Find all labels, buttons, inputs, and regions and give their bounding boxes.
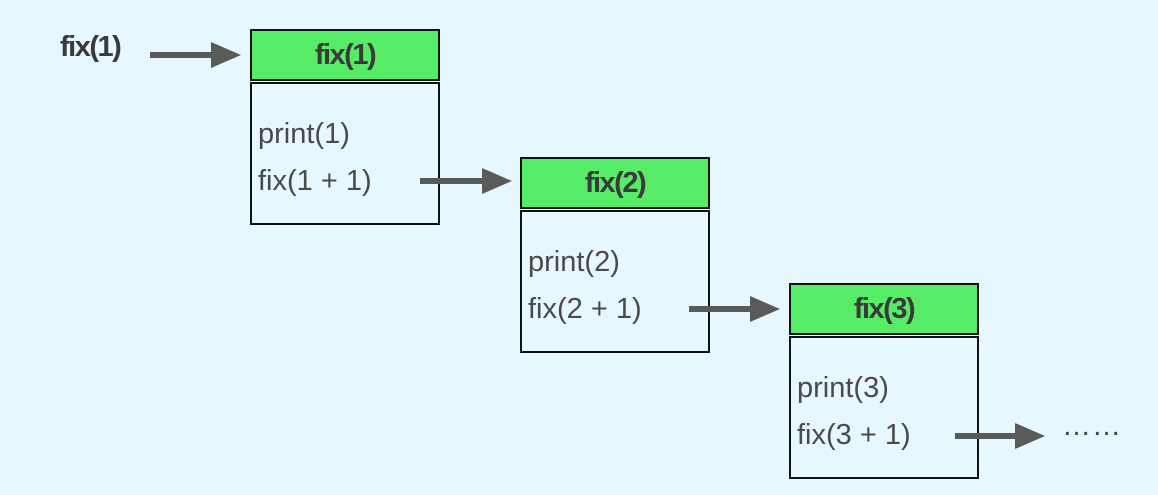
- frame-header: fix(3): [789, 283, 979, 335]
- call-frame-2: fix(2) print(2) fix(2 + 1): [520, 157, 710, 353]
- frame-body: print(1) fix(1 + 1): [250, 82, 440, 225]
- frame-body: print(3) fix(3 + 1): [789, 336, 979, 479]
- entry-call-label: fix(1): [60, 31, 122, 63]
- frame-header: fix(1): [250, 29, 440, 81]
- frame-line-recursive-call: fix(2 + 1): [528, 293, 642, 325]
- arrow-entry-to-frame-1: [150, 42, 241, 68]
- frame-line-recursive-call: fix(1 + 1): [258, 165, 372, 197]
- frame-header: fix(2): [520, 157, 710, 209]
- frame-line-recursive-call: fix(3 + 1): [797, 419, 911, 451]
- frame-line-print: print(1): [258, 118, 350, 150]
- frame-line-print: print(2): [528, 246, 620, 278]
- call-frame-3: fix(3) print(3) fix(3 + 1): [789, 283, 979, 479]
- continuation-ellipsis: ……: [1062, 410, 1122, 442]
- frame-line-print: print(3): [797, 372, 889, 404]
- call-frame-1: fix(1) print(1) fix(1 + 1): [250, 29, 440, 225]
- frame-body: print(2) fix(2 + 1): [520, 210, 710, 353]
